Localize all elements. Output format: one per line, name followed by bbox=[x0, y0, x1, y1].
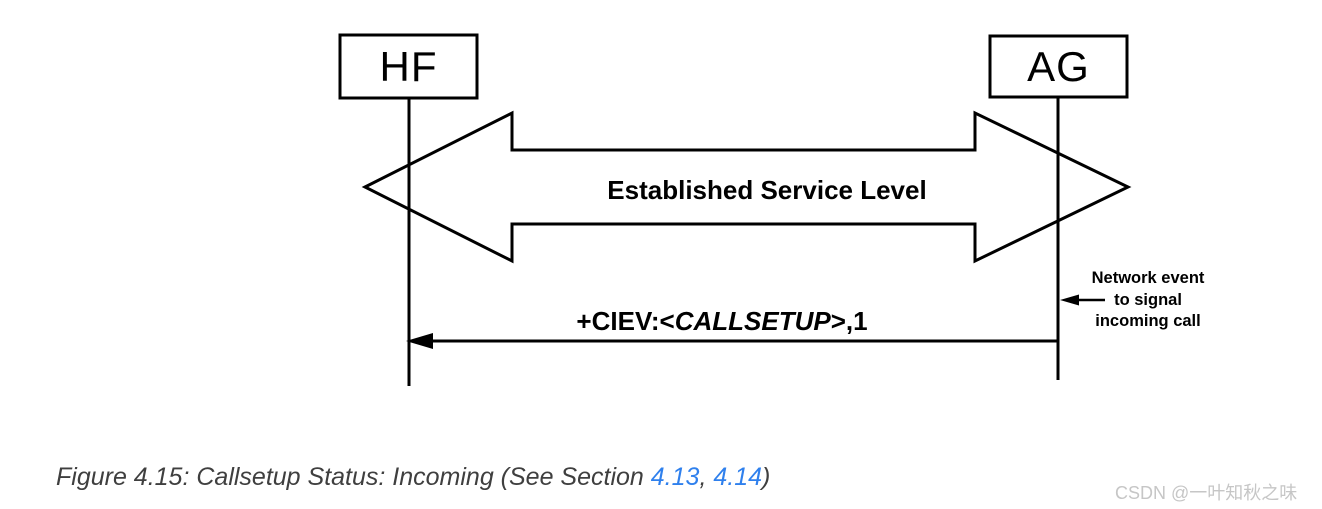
hf-actor-box bbox=[338, 33, 479, 100]
hf-actor-label: HF bbox=[379, 42, 438, 90]
figure-caption: Figure 4.15: Callsetup Status: Incoming … bbox=[56, 463, 770, 492]
figure-caption-separator: , bbox=[699, 463, 714, 491]
service-level-double-arrow bbox=[361, 110, 1132, 264]
service-level-label: Established Service Level bbox=[607, 175, 927, 205]
network-event-arrowhead-icon bbox=[1060, 294, 1079, 306]
watermark: CSDN @一叶知秋之味 bbox=[1115, 483, 1298, 503]
network-event-note-line: Network event bbox=[1091, 269, 1205, 287]
ciev-message-param: CALLSETUP bbox=[674, 306, 831, 336]
network-event-note: Network event to signal incoming call bbox=[1092, 268, 1205, 333]
ciev-message-arrowhead-icon bbox=[406, 333, 433, 349]
figure-caption-text: Figure 4.15: Callsetup Status: Incoming … bbox=[56, 463, 651, 491]
section-link-4-13[interactable]: 4.13 bbox=[650, 463, 700, 491]
figure-caption-closing: ) bbox=[762, 463, 771, 491]
ciev-message-label: +CIEV:<CALLSETUP>,1 bbox=[576, 306, 867, 337]
ag-actor-label: AG bbox=[1027, 42, 1090, 90]
ciev-message-prefix: +CIEV:< bbox=[576, 306, 675, 336]
ciev-message-suffix: >,1 bbox=[830, 306, 868, 336]
network-event-note-line: incoming call bbox=[1095, 312, 1201, 330]
network-event-note-line: to signal bbox=[1114, 290, 1182, 309]
section-link-4-14[interactable]: 4.14 bbox=[713, 463, 763, 491]
